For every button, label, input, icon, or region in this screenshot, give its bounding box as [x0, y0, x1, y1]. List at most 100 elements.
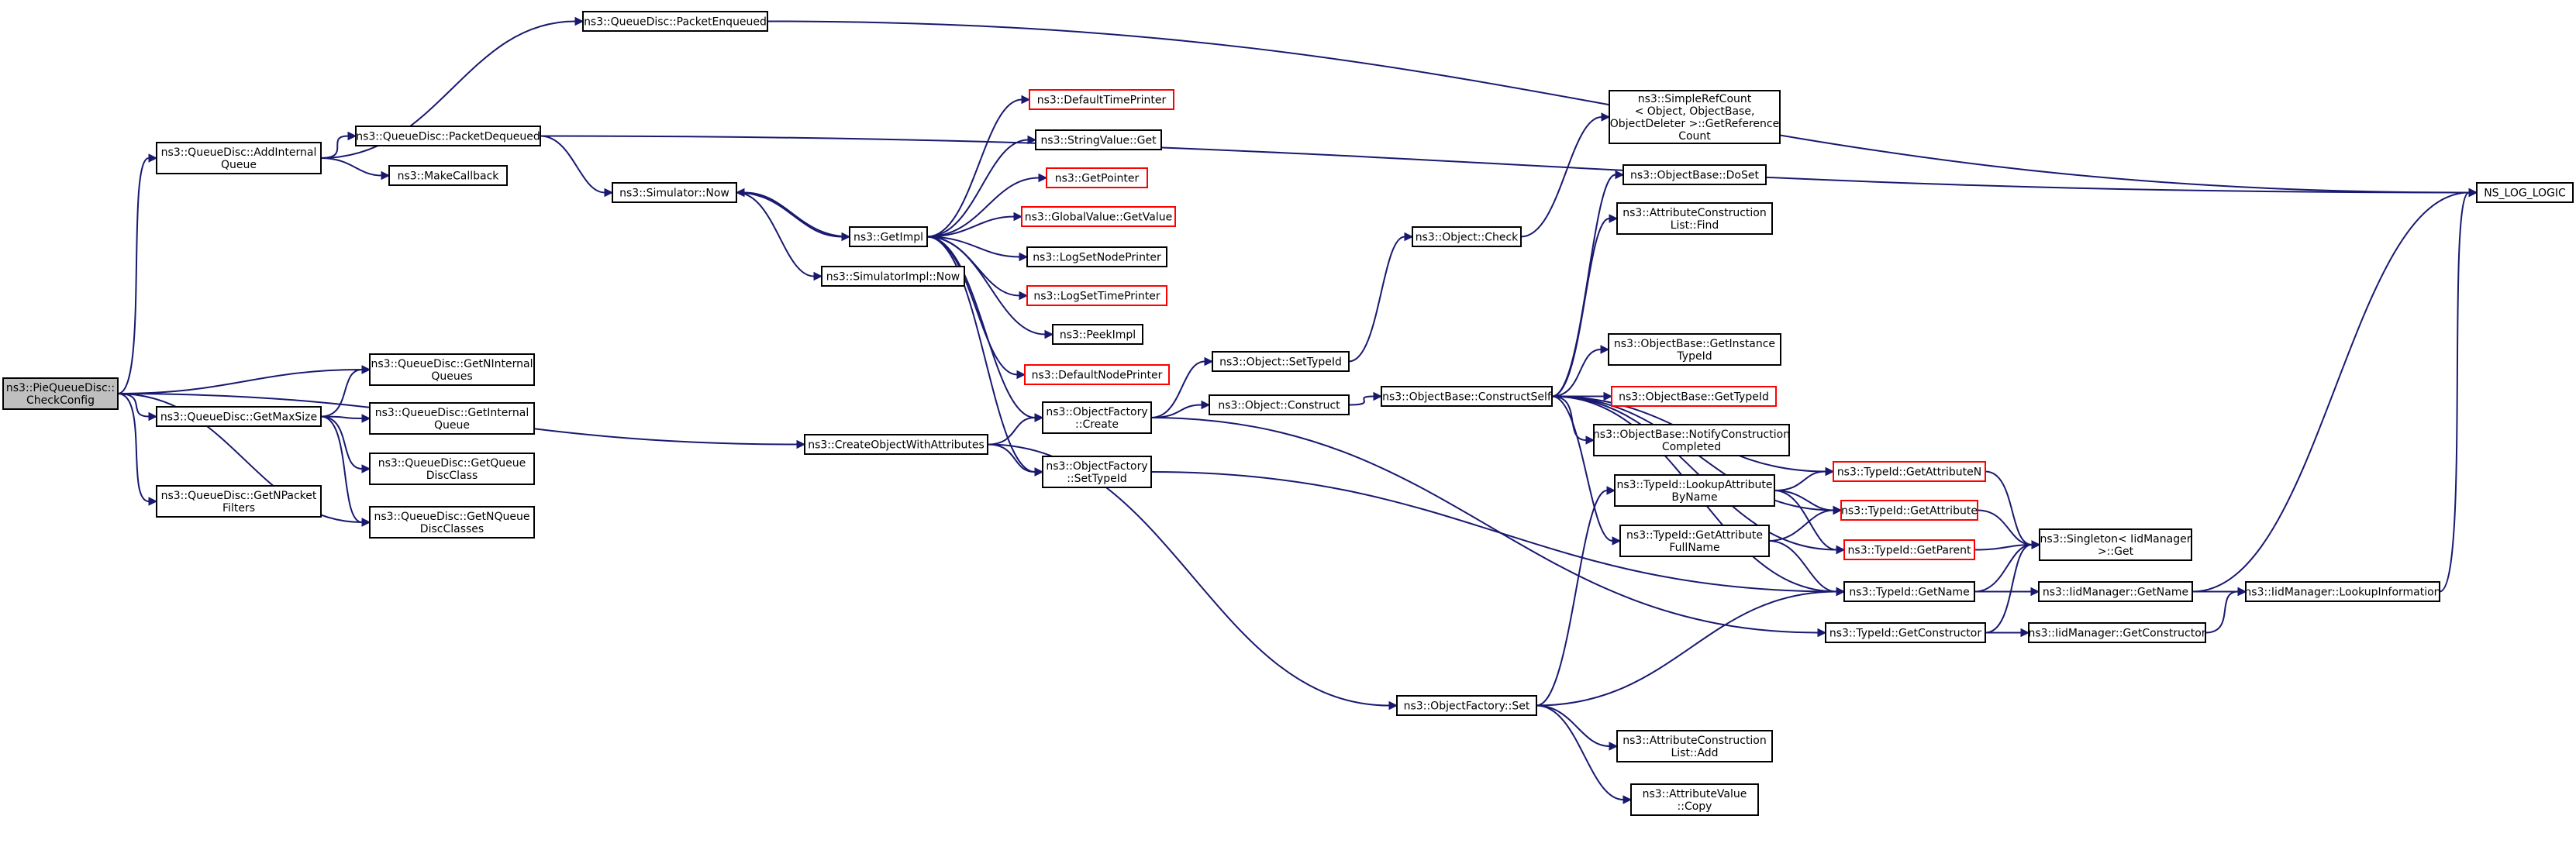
node-box [369, 453, 535, 485]
node-get-pointer[interactable]: ns3::GetPointer [1046, 167, 1148, 188]
node-attribute-value-copy[interactable]: ns3::AttributeValue::Copy [1630, 783, 1759, 816]
edge-arrowhead [735, 188, 745, 198]
node-object-factory-set[interactable]: ns3::ObjectFactory::Set [1396, 695, 1537, 716]
node-root[interactable]: ns3::PieQueueDisc::CheckConfig [2, 377, 119, 410]
node-ns-log-logic[interactable]: NS_LOG_LOGIC [2476, 182, 2574, 203]
node-make-callback[interactable]: ns3::MakeCallback [388, 165, 508, 186]
node-string-value-get[interactable]: ns3::StringValue::Get [1035, 129, 1162, 150]
node-type-id-get-constructor[interactable]: ns3::TypeId::GetConstructor [1825, 622, 1986, 643]
node-box [1833, 461, 1986, 482]
node-log-set-node-printer[interactable]: ns3::LogSetNodePrinter [1026, 246, 1167, 267]
node-simple-ref-count[interactable]: ns3::SimpleRefCount< Object, ObjectBase,… [1609, 90, 1781, 144]
node-object-construct[interactable]: ns3::Object::Construct [1209, 394, 1350, 415]
node-object-base-notify-construction-completed[interactable]: ns3::ObjectBase::NotifyConstructionCompl… [1593, 424, 1790, 456]
edge-iid-manager-lookup-information-to-ns-log-logic [2439, 191, 2470, 593]
node-box [2476, 182, 2574, 203]
node-object-base-get-type-id[interactable]: ns3::ObjectBase::GetTypeId [1611, 386, 1777, 407]
edge-arrowhead [148, 411, 158, 422]
node-simulator-now[interactable]: ns3::Simulator::Now [612, 182, 737, 203]
edge-arrowhead [2468, 188, 2478, 198]
node-default-time-printer[interactable]: ns3::DefaultTimePrinter [1029, 89, 1174, 110]
edge-create-object-with-attributes-to-object-factory-create [987, 417, 1036, 446]
node-default-node-printer[interactable]: ns3::DefaultNodePrinter [1024, 364, 1170, 385]
node-label-line: ns3::SimulatorImpl::Now [826, 271, 960, 284]
node-label-line: ns3::DefaultNodePrinter [1032, 370, 1163, 382]
node-label-line: ns3::IidManager::GetConstructor [2028, 628, 2205, 640]
node-object-base-construct-self[interactable]: ns3::ObjectBase::ConstructSelf [1381, 386, 1553, 407]
node-box [1623, 164, 1767, 185]
edge-arrowhead [1600, 345, 1610, 354]
edge-arrowhead [574, 16, 585, 26]
edge-arrowhead [361, 464, 371, 473]
node-iid-manager-get-constructor[interactable]: ns3::IidManager::GetConstructor [2028, 622, 2206, 643]
edge-arrowhead [1021, 95, 1031, 105]
edge-iid-manager-get-name-to-ns-log-logic [2191, 191, 2470, 593]
node-label-line: List::Find [1671, 219, 1719, 232]
node-box [2245, 581, 2440, 602]
edge-arrowhead [361, 414, 371, 423]
node-object-base-do-set[interactable]: ns3::ObjectBase::DoSet [1623, 164, 1767, 185]
edge-arrowhead [1027, 135, 1037, 145]
node-iid-manager-lookup-information[interactable]: ns3::IidManager::LookupInformation [2244, 581, 2441, 602]
node-box [1593, 424, 1790, 456]
node-type-id-get-attribute[interactable]: ns3::TypeId::GetAttribute [1840, 500, 1978, 521]
node-type-id-get-attribute-n[interactable]: ns3::TypeId::GetAttributeN [1833, 461, 1986, 482]
node-packet-dequeued[interactable]: ns3::QueueDisc::PacketDequeued [355, 126, 541, 146]
node-object-factory-create[interactable]: ns3::ObjectFactory::Create [1042, 401, 1152, 434]
node-packet-enqueued[interactable]: ns3::QueueDisc::PacketEnqueued [582, 11, 768, 32]
node-get-impl[interactable]: ns3::GetImpl [849, 226, 928, 247]
edge-type-id-get-attribute-n-to-singleton-get [1985, 470, 2033, 546]
node-type-id-get-parent[interactable]: ns3::TypeId::GetParent [1843, 539, 1975, 560]
edge-arrowhead [1601, 112, 1611, 122]
edge-object-construct-to-object-base-construct-self [1348, 395, 1374, 406]
node-box [1029, 89, 1174, 110]
node-get-max-size[interactable]: ns3::QueueDisc::GetMaxSize [156, 406, 322, 427]
edge-object-factory-create-to-object-set-type-id [1150, 360, 1205, 418]
node-box [1024, 364, 1170, 385]
node-global-value-get-value[interactable]: ns3::GlobalValue::GetValue [1021, 206, 1176, 227]
node-object-set-type-id[interactable]: ns3::Object::SetTypeId [1212, 351, 1350, 372]
edge-arrowhead [1038, 173, 1048, 183]
edge-get-max-size-to-get-internal-queue [320, 415, 363, 419]
edge-type-id-get-attribute-full-name-to-type-id-get-name [1768, 540, 1837, 593]
edge-get-impl-to-get-pointer [926, 177, 1040, 238]
node-create-object-with-attributes[interactable]: ns3::CreateObjectWithAttributes [804, 434, 988, 455]
node-type-id-get-name[interactable]: ns3::TypeId::GetName [1843, 581, 1975, 602]
edge-add-internal-queue-to-make-callback [320, 157, 382, 177]
edge-object-factory-set-to-attribute-value-copy [1536, 704, 1624, 800]
edge-type-id-get-name-to-singleton-get [1974, 544, 2033, 593]
edge-object-base-construct-self-to-object-base-notify-construction-completed [1551, 395, 1587, 441]
edge-get-impl-to-log-set-node-printer [926, 236, 1020, 258]
node-label-line: FullName [1669, 542, 1719, 554]
node-singleton-get[interactable]: ns3::Singleton< IidManager>::Get [2039, 528, 2192, 561]
node-iid-manager-get-name[interactable]: ns3::IidManager::GetName [2038, 581, 2193, 602]
node-label-line: CheckConfig [26, 394, 95, 407]
node-box [821, 266, 965, 287]
edge-root-to-add-internal-queue [117, 157, 150, 394]
node-object-check[interactable]: ns3::Object::Check [1412, 226, 1522, 247]
node-label-line: ns3::ObjectBase::DoSet [1630, 170, 1759, 182]
node-box [582, 11, 768, 32]
edge-arrowhead [361, 518, 371, 527]
node-peek-impl[interactable]: ns3::PeekImpl [1052, 324, 1143, 345]
edge-arrowhead [1606, 486, 1616, 495]
edge-add-internal-queue-to-packet-enqueued [320, 20, 576, 159]
node-log-set-time-printer[interactable]: ns3::LogSetTimePrinter [1026, 285, 1167, 306]
node-box [1616, 730, 1773, 762]
node-box [1026, 285, 1167, 306]
node-object-factory-set-type-id[interactable]: ns3::ObjectFactory::SetTypeId [1042, 456, 1152, 488]
node-simulator-impl-now[interactable]: ns3::SimulatorImpl::Now [821, 266, 965, 287]
node-label-line: Queue [221, 159, 257, 171]
node-box [1608, 333, 1781, 366]
